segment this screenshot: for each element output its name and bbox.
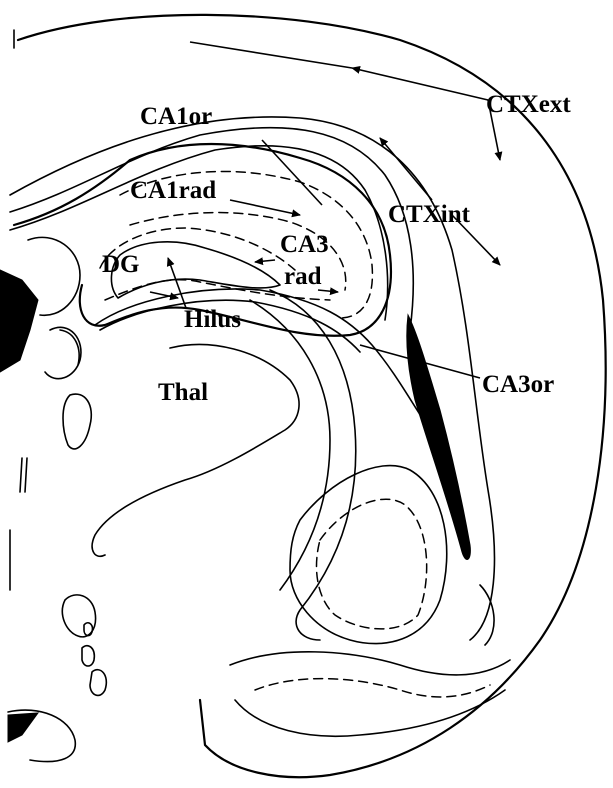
- ventral-hippocampus-outline: [270, 290, 356, 640]
- piriform-outline: [235, 690, 505, 736]
- ventral-hippocampus-outline: [92, 345, 299, 557]
- label-hilus: Hilus: [184, 306, 241, 333]
- ctxext-arrow-left: [352, 68, 488, 100]
- ca1or-pointer: [262, 140, 322, 205]
- piriform-outline: [230, 652, 510, 675]
- small-nucleus-outline: [62, 595, 95, 637]
- label-ctxext: CTXext: [486, 91, 571, 118]
- corpus-callosum-upper: [10, 128, 413, 330]
- small-nucleus-outline: [63, 394, 91, 449]
- amygdala-outline: [290, 466, 447, 644]
- label-ctxint: CTXint: [388, 201, 471, 228]
- label-ca1or: CA1or: [140, 103, 212, 130]
- ctxext-arrow-guide: [190, 42, 352, 68]
- third-ventricle-black: [0, 270, 38, 372]
- medial-nuclei-outline: [45, 327, 81, 378]
- label-thal: Thal: [158, 379, 208, 406]
- small-nucleus-outline: [82, 646, 94, 666]
- ca3rad-arrow: [255, 260, 275, 262]
- lateral-ventricle-black: [407, 315, 471, 559]
- small-nucleus-outline: [90, 670, 106, 696]
- small-nucleus-outline: [84, 623, 92, 636]
- label-dg: DG: [102, 251, 140, 278]
- ca3rad-arrow-right: [318, 290, 338, 292]
- label-ca1rad: CA1rad: [130, 177, 216, 204]
- piriform-dashed: [255, 679, 490, 697]
- ctxint-arrow-up: [380, 138, 432, 200]
- amygdala-dashed: [316, 499, 426, 629]
- label-rad: rad: [284, 263, 322, 290]
- bottom-left-black: [8, 713, 38, 742]
- hilus-pointer: [168, 258, 186, 308]
- midline-mark: [20, 458, 27, 492]
- label-ca3: CA3: [280, 231, 329, 258]
- label-ca3or: CA3or: [482, 371, 554, 398]
